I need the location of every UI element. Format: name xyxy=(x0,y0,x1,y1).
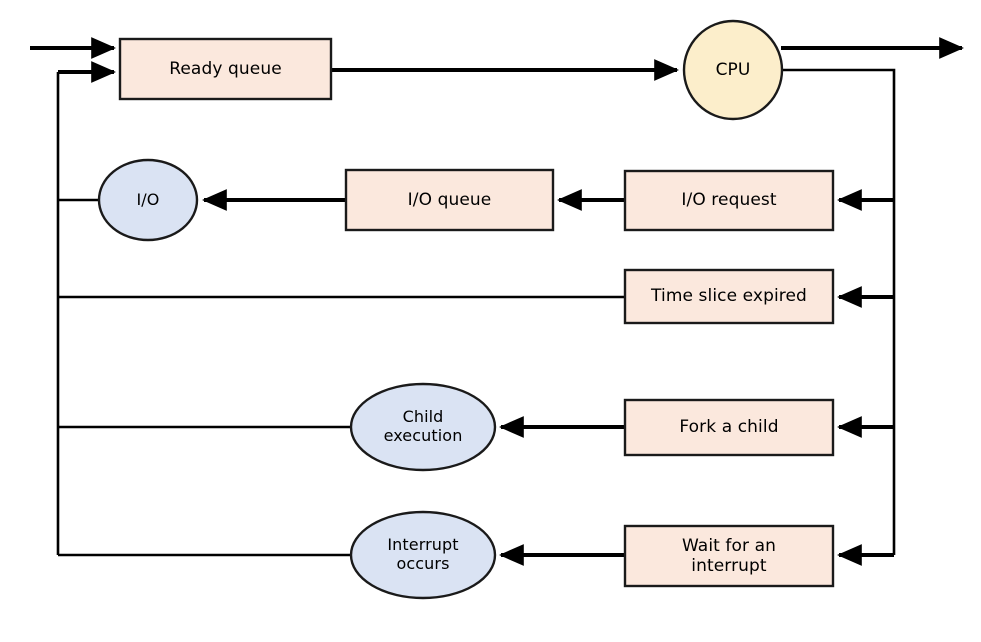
node-io[interactable] xyxy=(97,158,199,242)
node-interrupt-occurs[interactable] xyxy=(349,510,497,600)
edge-layer xyxy=(30,37,964,566)
node-cpu[interactable] xyxy=(682,19,784,121)
node-layer xyxy=(97,19,835,600)
node-time-slice-expired[interactable] xyxy=(623,268,835,325)
node-wait-for-an-interrupt[interactable] xyxy=(623,524,835,588)
edge-cpu-to-return-bus xyxy=(781,68,896,555)
node-io-queue[interactable] xyxy=(344,168,555,232)
node-ready-queue[interactable] xyxy=(118,37,333,101)
node-io-request[interactable] xyxy=(623,169,835,232)
node-child-execution[interactable] xyxy=(349,382,497,472)
node-fork-a-child[interactable] xyxy=(623,398,835,457)
